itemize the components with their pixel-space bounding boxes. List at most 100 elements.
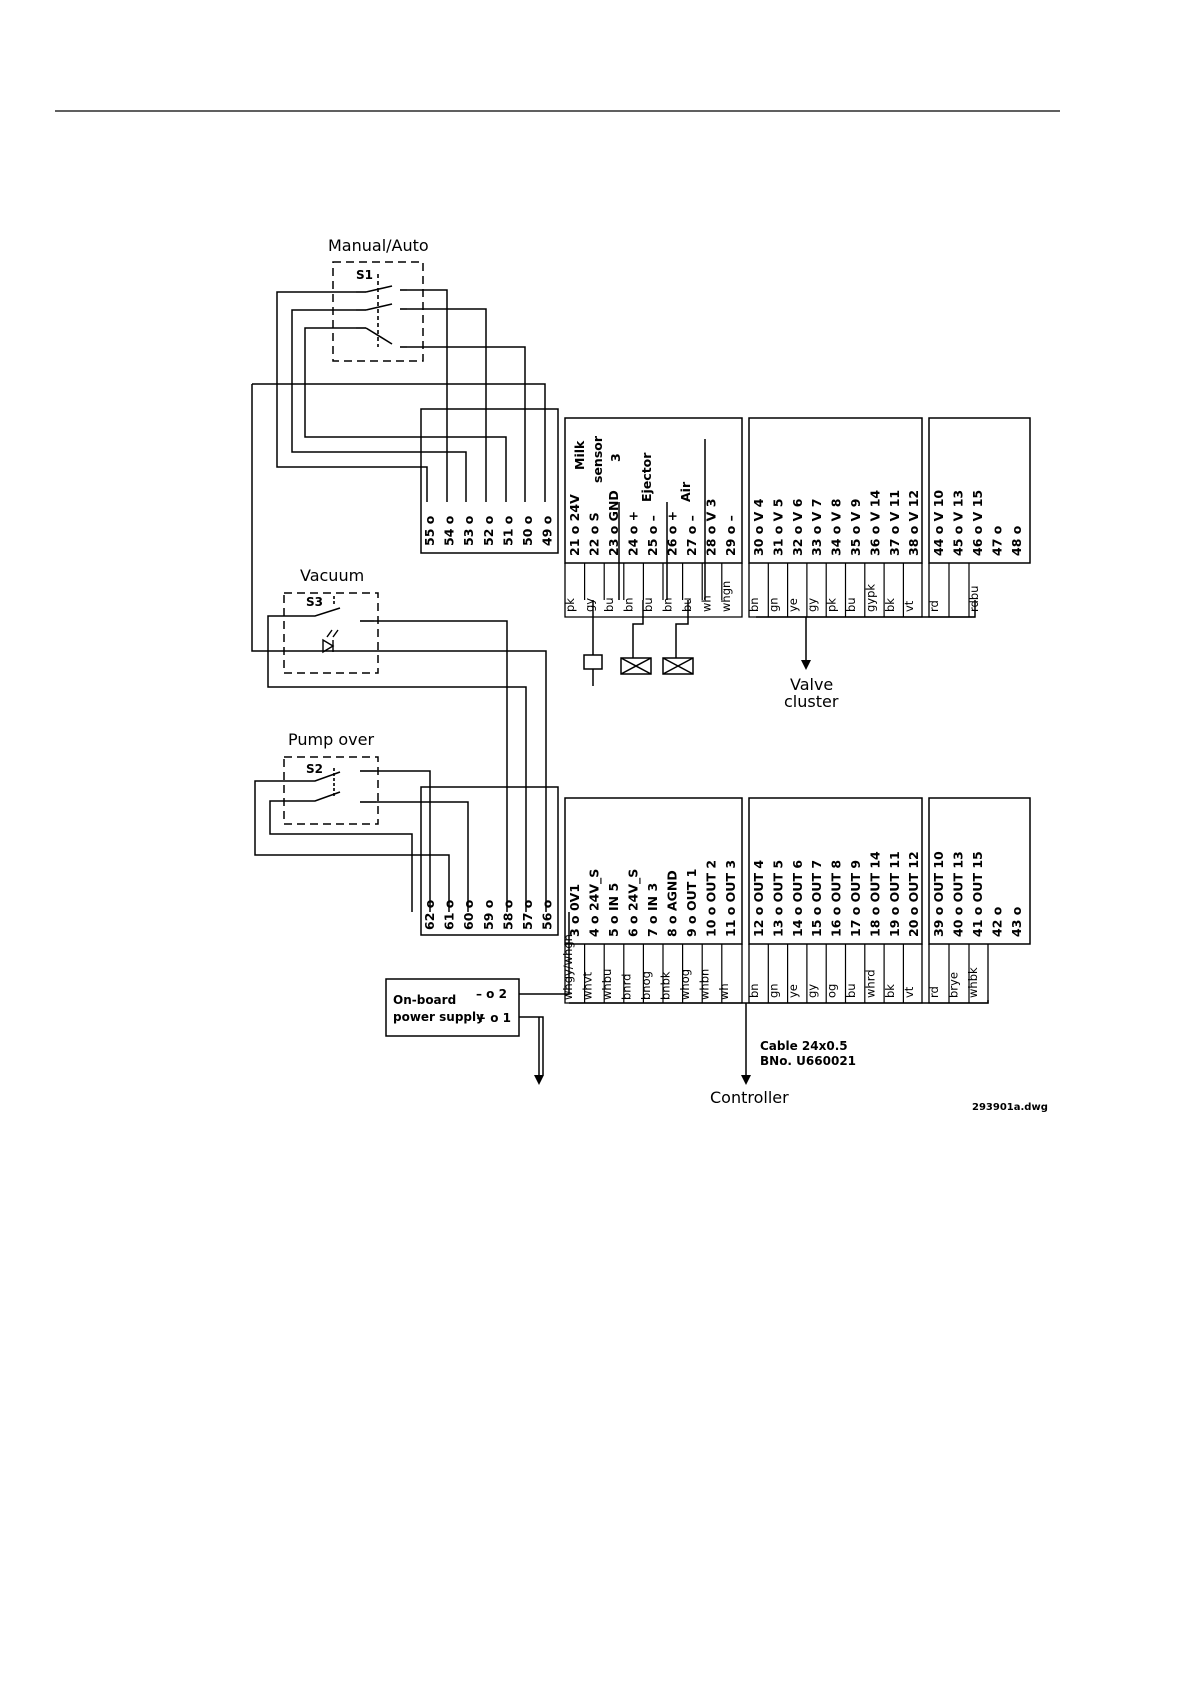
wire-color-label: bu — [680, 597, 694, 612]
terminal-label: 21 o 24V — [567, 494, 582, 556]
supply-label-1: On-board — [393, 993, 456, 1007]
terminal-block-top-a — [564, 417, 743, 564]
terminal-label: 6 o 24V_S — [626, 869, 642, 937]
arrow-controller — [741, 1075, 751, 1085]
terminal-label: 52 o — [481, 515, 496, 546]
terminal-label: 17 o OUT 9 — [848, 860, 863, 937]
terminal-label: 57 o — [520, 899, 535, 930]
supply-plus-terminal: + o 1 — [476, 1011, 511, 1025]
terminal-block-bottom-c — [928, 797, 1031, 945]
wire-color-label: ye — [786, 598, 800, 612]
terminal-label: 50 o — [520, 515, 535, 546]
terminal-label: 18 o OUT 14 — [867, 851, 882, 937]
terminal-block-bottom-left — [420, 786, 559, 936]
terminal-label: 29 o – — [723, 515, 738, 556]
terminal-label: 55 o — [422, 515, 437, 546]
wire-color-label: bnrd — [620, 974, 634, 1000]
terminal-label: 32 o V 6 — [790, 498, 805, 556]
s2-title: Pump over — [288, 730, 374, 749]
wire-color-label: whbk — [966, 967, 980, 998]
wire-color-label: brye — [947, 972, 961, 998]
terminal-label: 30 o V 4 — [751, 498, 766, 556]
terminal-label: 8 o AGND — [665, 870, 680, 937]
s2-name: S2 — [306, 762, 323, 776]
switch-contacts — [302, 274, 407, 803]
terminal-label: 38 o V 12 — [906, 490, 921, 556]
wire-color-label: vt — [902, 986, 916, 998]
s1-name: S1 — [356, 268, 373, 282]
wire-color-label: whgn — [719, 581, 733, 612]
wire-color-label: whvt — [581, 972, 595, 1000]
terminal-label: 51 o — [500, 515, 515, 546]
wire-color-label: bn — [622, 597, 636, 612]
terminal-block-bottom-b — [748, 797, 923, 945]
terminal-label: 46 o V 15 — [970, 490, 985, 556]
terminal-label: 10 o OUT 2 — [704, 860, 719, 937]
terminal-label: 60 o — [461, 899, 476, 930]
wire-color-label: whbu — [600, 969, 614, 1000]
terminal-label: 34 o V 8 — [829, 499, 844, 556]
terminal-label: 59 o — [481, 899, 496, 930]
lamp-icon — [322, 629, 339, 654]
terminal-label: 36 o V 14 — [867, 490, 882, 556]
cable-label-1: Cable 24x0.5 — [760, 1039, 848, 1053]
terminal-label: 40 o OUT 13 — [951, 851, 966, 937]
wire-s1-55 — [276, 291, 428, 502]
wire-color-label: rd — [927, 600, 941, 612]
wire-color-label: bn — [747, 597, 761, 612]
wire-color-label: bn — [661, 597, 675, 612]
terminal-label: 4 o 24V_S — [587, 869, 603, 937]
wire-color-label: wh — [700, 595, 714, 612]
terminal-label: 42 o — [990, 906, 1005, 937]
terminal-block-bottom-a — [564, 797, 743, 945]
wire-color-label: og — [825, 984, 839, 998]
wire-color-label: bu — [844, 983, 858, 998]
wire-s1-54 — [407, 289, 448, 502]
terminal-block-top-c — [928, 417, 1031, 564]
wiring-lines — [251, 289, 989, 1075]
wire-color-label: bk — [883, 598, 897, 612]
terminal-label: 45 o V 13 — [951, 490, 966, 556]
terminal-label: 31 o V 5 — [770, 499, 785, 556]
terminal-label: 23 o GND — [606, 490, 621, 556]
wire-color-label: pk — [563, 598, 577, 612]
wire-color-label: whrd — [863, 969, 877, 998]
terminal-label: 26 o + — [665, 511, 680, 556]
terminal-label: 20 o OUT 12 — [906, 851, 921, 937]
arrow-valve-cluster — [801, 660, 811, 670]
terminal-label: 28 o V 3 — [704, 499, 719, 556]
wire-color-label: gy — [805, 598, 819, 612]
milk-sensor-label-2: sensor — [590, 435, 605, 483]
valve-cluster-label-2: cluster — [784, 692, 839, 711]
terminal-label: 54 o — [442, 515, 457, 546]
milk-sensor-icon — [583, 654, 603, 686]
power-supply-box — [385, 978, 520, 1037]
wire-s2-d — [269, 800, 413, 912]
ejector-valve-icon — [620, 657, 652, 675]
wire-row-top — [564, 563, 975, 618]
air-valve-icon — [662, 657, 694, 675]
terminal-label: 14 o OUT 6 — [790, 860, 805, 937]
wire-color-label: gn — [766, 983, 780, 998]
wire-color-label: vt — [902, 600, 916, 612]
switch-box-s1 — [332, 261, 424, 362]
drawing-number: 293901a.dwg — [972, 1102, 1048, 1113]
terminal-label: 15 o OUT 7 — [809, 860, 824, 937]
switch-box-s3 — [283, 592, 379, 674]
supply-label-2: power supply — [393, 1010, 484, 1024]
wire-color-label: pk — [825, 598, 839, 612]
wire-color-label: bu — [602, 597, 616, 612]
wire-color-label: whgy/whgn — [561, 934, 575, 1000]
wire-s3-a — [267, 615, 527, 912]
terminal-label: 33 o V 7 — [809, 499, 824, 556]
wire-color-label: bk — [883, 984, 897, 998]
terminal-label: 48 o — [1009, 525, 1024, 556]
terminal-label: 44 o V 10 — [931, 490, 946, 556]
terminal-label: 12 o OUT 4 — [751, 860, 766, 937]
wire-color-label: gy — [583, 598, 597, 612]
terminal-block-top-b — [748, 417, 923, 564]
wire-color-label: rd — [927, 986, 941, 998]
wire-color-label: gypk — [863, 584, 877, 612]
terminal-label: 9 o OUT 1 — [684, 869, 699, 937]
